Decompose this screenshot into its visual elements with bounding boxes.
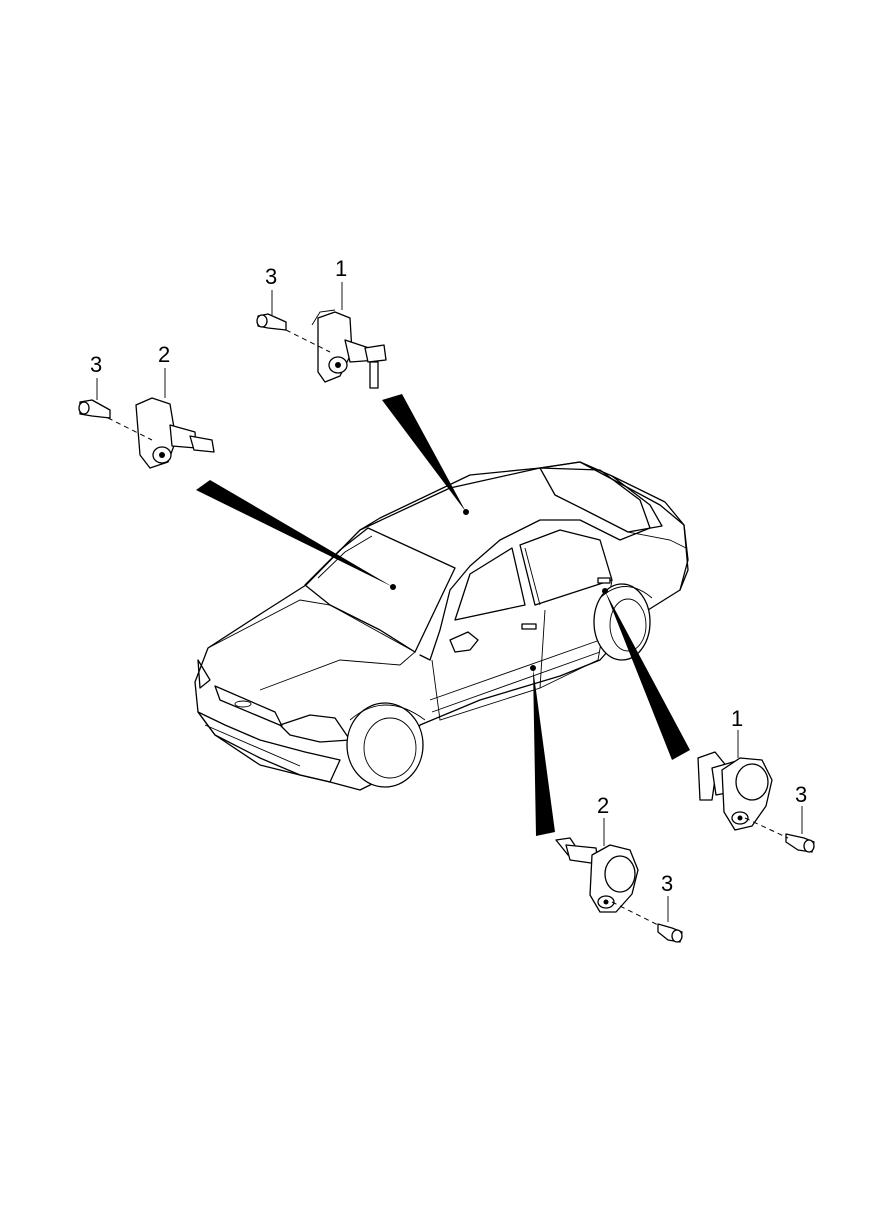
leader-wedge-a [382, 394, 466, 512]
callout-b2: 2 [158, 342, 170, 367]
screw-3-top [256, 313, 287, 331]
car-illustration [194, 461, 689, 791]
leader-wedges [196, 394, 690, 836]
part-group-a: 1 3 [256, 256, 387, 389]
leader-wedge-d [533, 668, 555, 836]
callout-a3: 3 [265, 264, 277, 289]
leader-wedge-c [605, 591, 690, 760]
callout-d2: 2 [597, 793, 609, 818]
callout-b3: 3 [90, 352, 102, 377]
screw-3-left [78, 399, 111, 419]
part-group-c: 1 3 [697, 706, 815, 853]
door-switch-2-bottom [555, 837, 639, 913]
door-switch-2-left [135, 397, 215, 469]
leader-wedge-b [196, 480, 393, 587]
callout-c1: 1 [731, 706, 743, 731]
door-switch-1-right [697, 751, 773, 831]
callout-c3: 3 [795, 782, 807, 807]
callout-a1: 1 [335, 256, 347, 281]
door-switch-1-top [311, 309, 387, 389]
part-group-b: 2 3 [78, 342, 215, 469]
callout-d3: 3 [661, 871, 673, 896]
part-group-d: 2 3 [555, 793, 683, 943]
screw-3-right [785, 833, 815, 853]
screw-3-bottom [657, 923, 683, 943]
